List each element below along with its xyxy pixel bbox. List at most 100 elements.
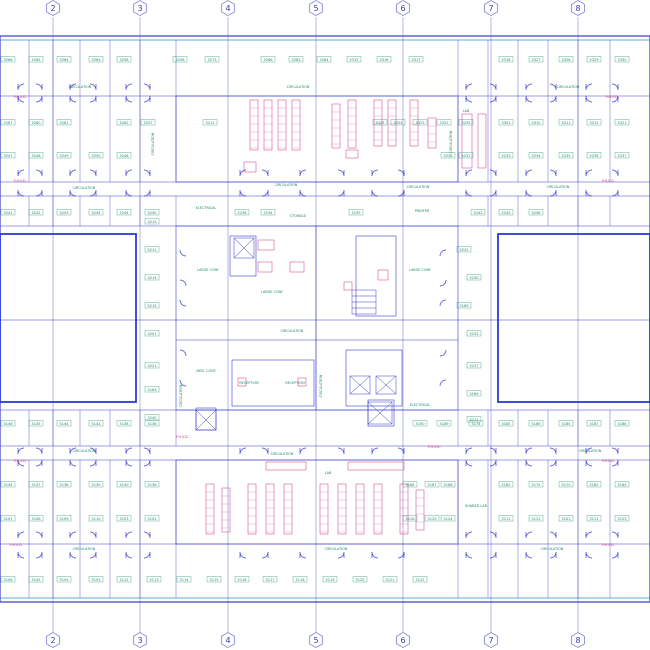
room-tag: 3187 — [424, 481, 440, 488]
svg-text:3316: 3316 — [379, 58, 389, 62]
door-swing — [17, 169, 25, 177]
svg-text:3248: 3248 — [31, 154, 41, 158]
room-tag: 3107 — [0, 515, 16, 522]
door-swing — [179, 279, 187, 287]
svg-text:3106: 3106 — [3, 578, 13, 582]
svg-text:3190: 3190 — [415, 422, 425, 426]
room-tag: 3329 — [586, 56, 602, 63]
door-swing — [69, 95, 77, 103]
grid-bubble: 7 — [484, 632, 498, 648]
room-tag: 3115 — [206, 576, 222, 583]
room-tag: 3188 — [402, 481, 418, 488]
svg-text:3121: 3121 — [385, 578, 394, 582]
door-swing — [549, 189, 557, 197]
svg-text:3222: 3222 — [459, 248, 468, 252]
door-swing — [17, 459, 25, 467]
room-tag: 3321 — [614, 119, 630, 126]
door-swing — [125, 189, 133, 197]
room-tag: 3238 — [440, 152, 456, 159]
door-swing — [89, 83, 97, 91]
room-tag: 3249 — [56, 152, 72, 159]
svg-text:3105: 3105 — [31, 578, 40, 582]
svg-text:3248: 3248 — [531, 211, 541, 215]
room-tag: 3138 — [56, 481, 72, 488]
fhd-label: F.H.V.D. — [14, 459, 27, 463]
fhd-label: F.H.V.D. — [602, 179, 615, 183]
room-tag: 3322 — [436, 119, 452, 126]
svg-text:3182: 3182 — [589, 483, 598, 487]
door-swing — [525, 189, 533, 197]
door-swing — [489, 189, 497, 197]
room-tag: 3213 — [144, 218, 160, 225]
door-swing — [125, 551, 133, 559]
grid-label: 2 — [50, 636, 55, 645]
door-swing — [585, 531, 593, 539]
room-tag: 3317 — [408, 56, 424, 63]
large-conf-label: LARGE CONF — [261, 290, 283, 294]
electrical-label: ELECTRICAL — [410, 403, 431, 407]
svg-text:3103: 3103 — [119, 517, 128, 521]
svg-text:3103: 3103 — [91, 578, 100, 582]
svg-text:3186: 3186 — [443, 483, 453, 487]
door-swing — [261, 551, 269, 559]
door-swing — [337, 169, 345, 177]
door-swing — [17, 95, 25, 103]
door-swing — [239, 447, 247, 455]
door-swing — [611, 189, 619, 197]
svg-text:3171: 3171 — [469, 418, 478, 422]
room-tag: 3170 — [558, 481, 574, 488]
circulation-label: CIRCULATION — [73, 449, 96, 453]
room-tag: 3113 — [146, 576, 162, 583]
room-tag: 3114 — [176, 576, 192, 583]
room-tag: 3243 — [498, 209, 514, 216]
room-tag: 3328 — [558, 56, 574, 63]
grid-label: 4 — [225, 4, 230, 13]
room-tag: 3248 — [28, 152, 44, 159]
shaft-marks — [195, 237, 397, 431]
room-tag: 3186 — [528, 420, 544, 427]
room-tag: 3144 — [0, 481, 16, 488]
door-swing — [125, 95, 133, 103]
svg-text:3240: 3240 — [147, 416, 157, 420]
circulation-label: CIRCULATION — [407, 185, 430, 189]
door-swing — [525, 83, 533, 91]
room-tag: 3266 — [0, 56, 16, 63]
svg-text:3187: 3187 — [427, 483, 436, 487]
svg-text:3260: 3260 — [31, 121, 41, 125]
door-swing — [125, 169, 133, 177]
svg-text:3112: 3112 — [119, 578, 128, 582]
door-swing — [397, 169, 405, 177]
door-swing — [439, 379, 447, 387]
room-tag: 3117 — [262, 576, 278, 583]
room-tag: 3215 — [144, 302, 160, 309]
door-swing — [549, 551, 557, 559]
svg-text:3186: 3186 — [531, 422, 541, 426]
svg-text:3244: 3244 — [91, 211, 101, 215]
room-tag: 3284 — [316, 56, 332, 63]
room-tag: 3214 — [144, 274, 160, 281]
circulation-label: CIRCULATION — [275, 183, 298, 187]
room-tag: 3267 — [0, 119, 16, 126]
door-swing — [35, 447, 43, 455]
svg-text:3237: 3237 — [617, 154, 626, 158]
door-swing — [397, 189, 405, 197]
room-tag: 3234 — [260, 209, 276, 216]
grid-label: 2 — [50, 4, 55, 13]
circulation-label: CIRCULATION — [281, 329, 304, 333]
fhd-label: F.H.V.D. — [602, 543, 615, 547]
shared-lab-label: SHARED LAB — [465, 504, 487, 508]
svg-text:3323: 3323 — [415, 121, 424, 125]
door-swing — [611, 459, 619, 467]
grid-bubble: 8 — [571, 0, 585, 16]
svg-text:3117: 3117 — [265, 578, 274, 582]
door-swing — [35, 189, 43, 197]
grid-bubble: 7 — [484, 0, 498, 16]
door-swing — [549, 531, 557, 539]
room-tag: 3184 — [614, 481, 630, 488]
svg-text:3318: 3318 — [501, 58, 511, 62]
door-swing — [465, 169, 473, 177]
door-swing — [525, 95, 533, 103]
door-swing — [89, 447, 97, 455]
svg-text:3262: 3262 — [119, 121, 128, 125]
fhd-label: F.H.V.D. — [606, 95, 619, 99]
